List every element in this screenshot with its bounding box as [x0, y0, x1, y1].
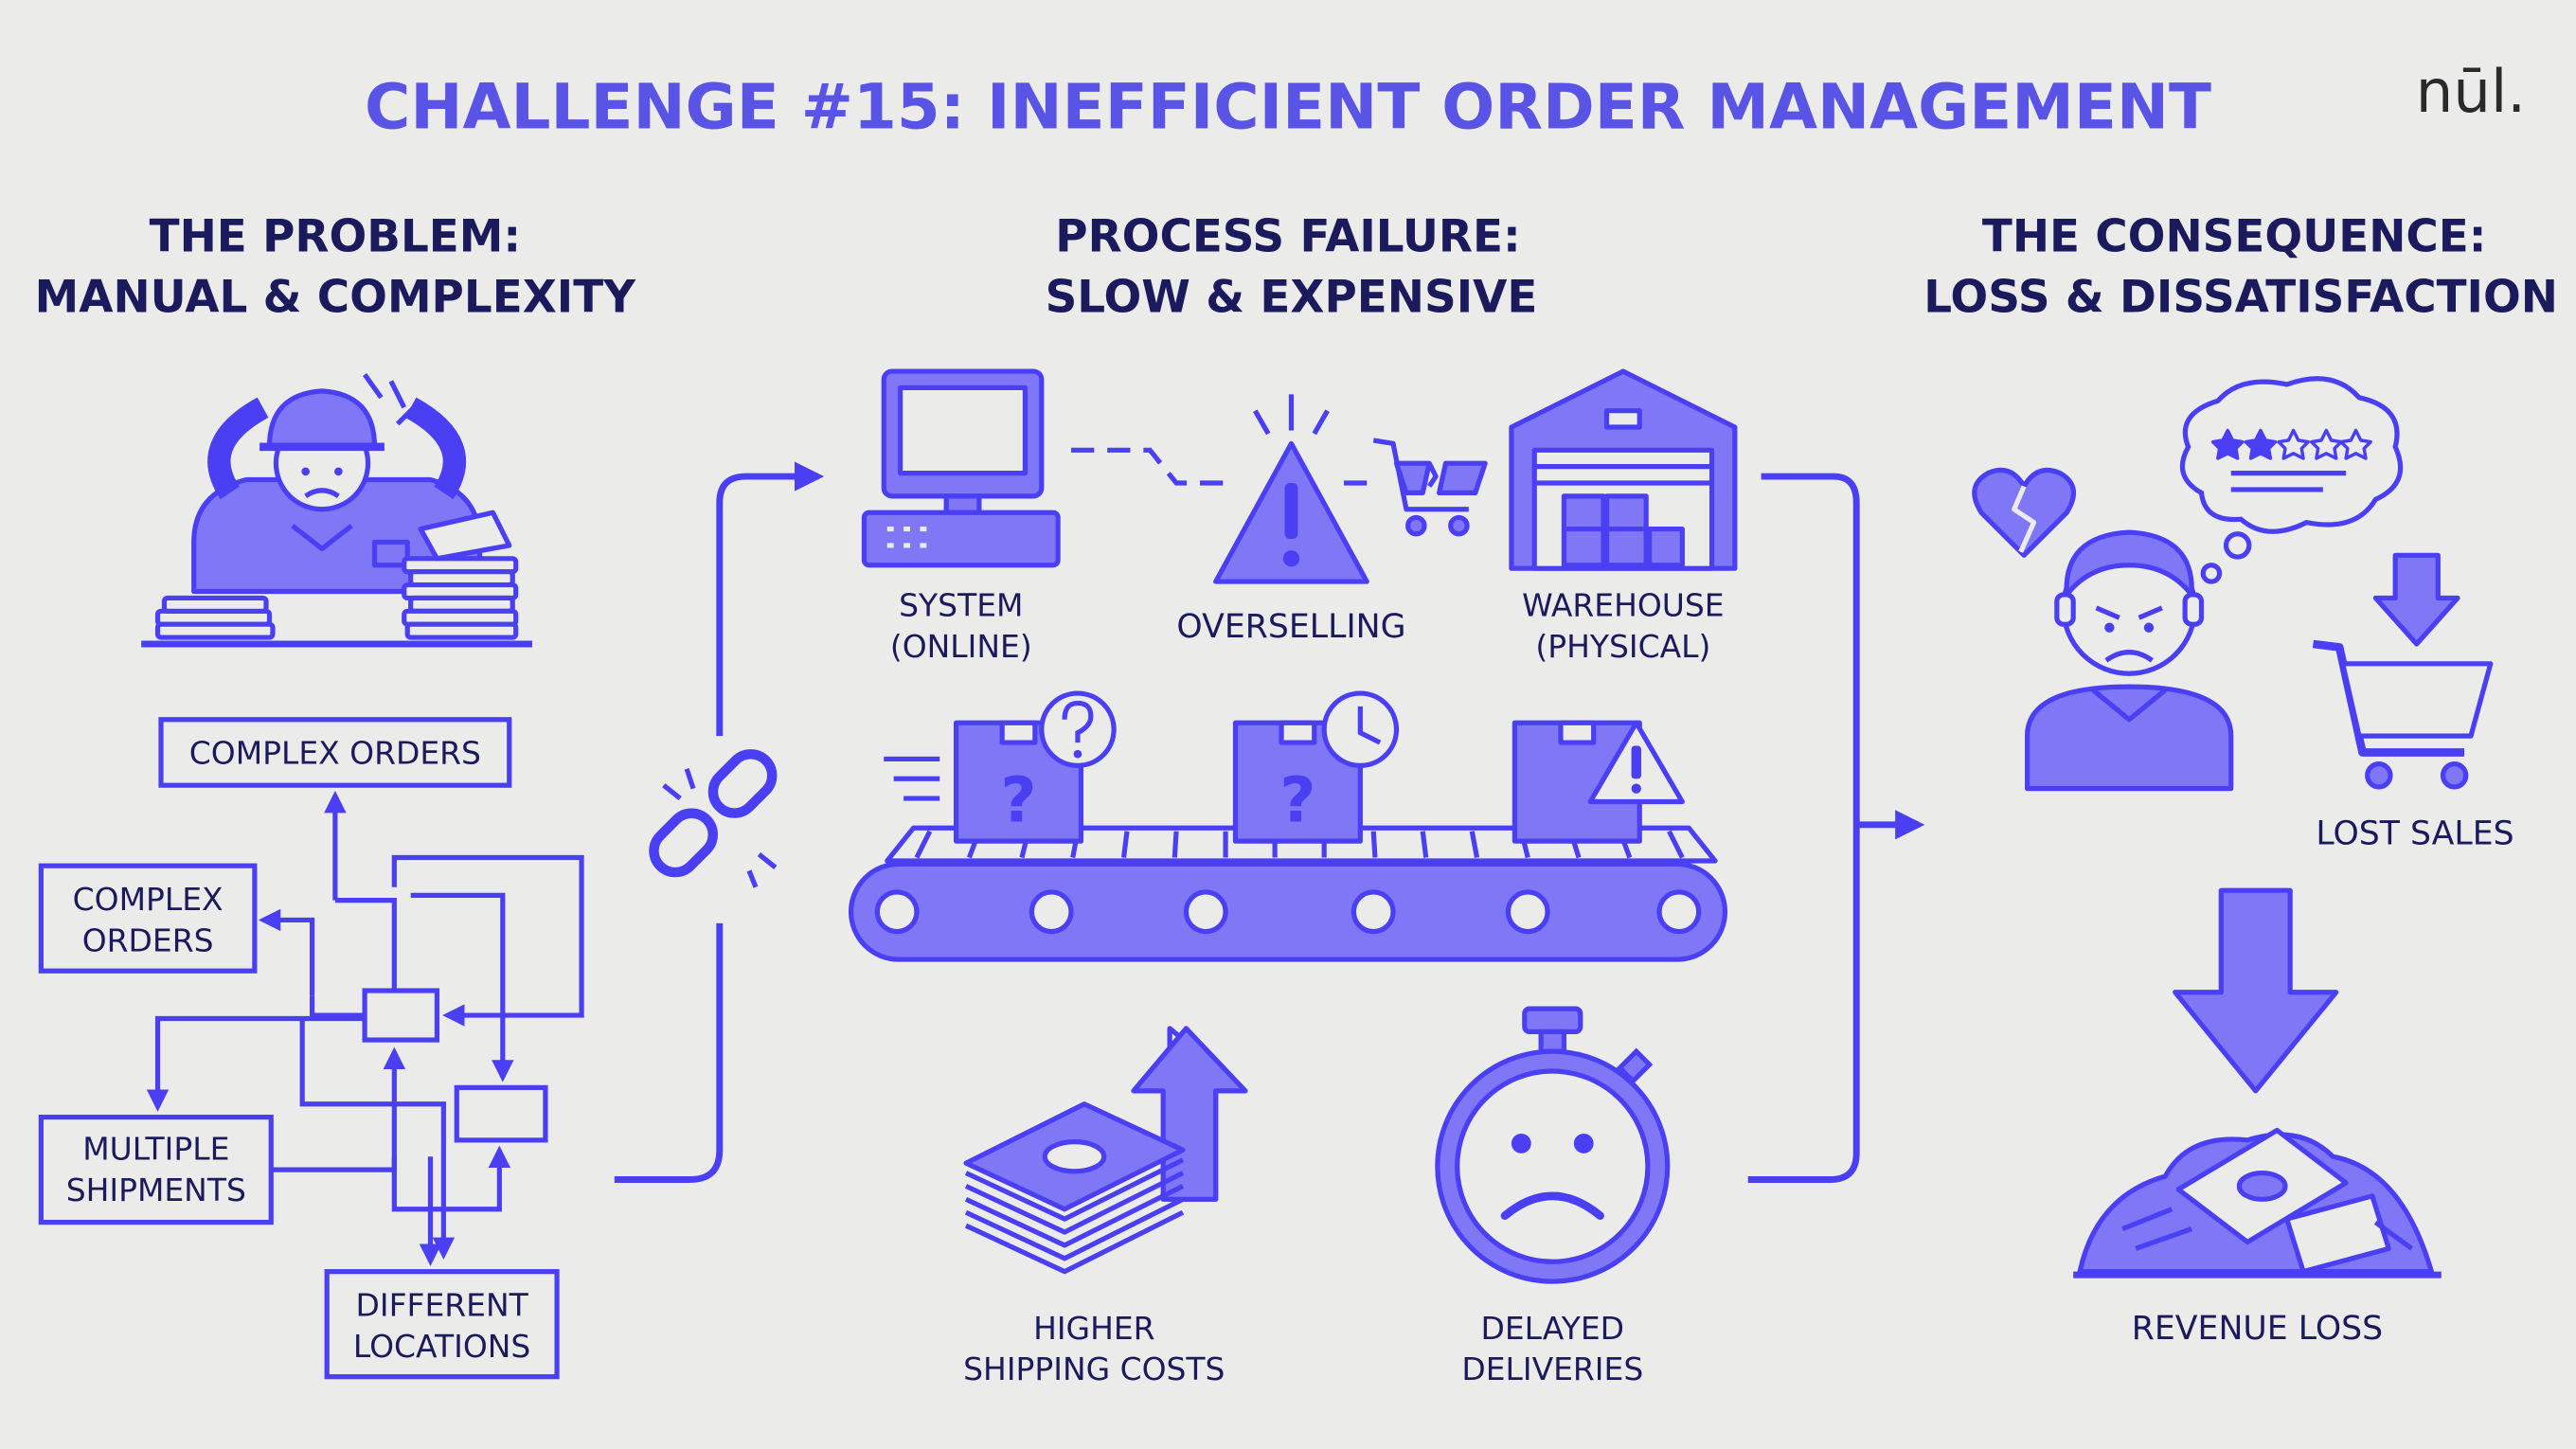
consequence-heading-line1: THE CONSEQUENCE:: [1982, 211, 2487, 262]
problem-heading-line2: MANUAL & COMPLEXITY: [35, 273, 637, 324]
clock-icon: [1321, 690, 1400, 768]
stressed-worker-icon: [141, 372, 533, 648]
multiple-shipments-label-2: SHIPMENTS: [66, 1172, 246, 1208]
angry-customer-icon: [2025, 529, 2234, 792]
warehouse-label-1: WAREHOUSE: [1522, 587, 1725, 624]
broken-chain-icon: [649, 749, 778, 888]
process-heading-line1: PROCESS FAILURE:: [1055, 211, 1520, 262]
down-arrow-icon: [2173, 887, 2339, 1094]
different-locations-label-1: DIFFERENT: [356, 1286, 529, 1323]
shipping-costs-label-1: HIGHER: [1033, 1310, 1154, 1347]
consequence-heading: THE CONSEQUENCE: LOSS & DISSATISFACTION: [1923, 211, 2558, 323]
shipping-costs-label-2: SHIPPING COSTS: [963, 1351, 1225, 1387]
brand-logo: nūl.: [2416, 57, 2526, 126]
problem-heading-line1: THE PROBLEM:: [150, 211, 521, 262]
bad-rating-bubble-icon: [2179, 376, 2404, 584]
box-question-mark-2: ?: [1279, 763, 1315, 836]
revenue-loss-label: REVENUE LOSS: [2132, 1310, 2383, 1348]
problem-to-process-arrow: [614, 461, 825, 1183]
system-label-1: SYSTEM: [899, 587, 1023, 624]
question-bubble-icon: [1039, 690, 1117, 768]
broken-connection-line: [1071, 447, 1374, 486]
multiple-shipments-box: [38, 1114, 274, 1225]
complex-orders-top-box: [158, 717, 512, 788]
broken-heart-icon: [1972, 467, 2077, 558]
complex-orders-left-label-1: COMPLEX: [73, 881, 224, 918]
broken-cart-icon: [1372, 438, 1488, 537]
warehouse-icon: [1509, 368, 1738, 571]
conveyor-belt-icon: [848, 720, 1728, 962]
multiple-shipments-label-1: MULTIPLE: [82, 1131, 229, 1168]
warning-icon: [1213, 394, 1369, 584]
different-locations-box: [324, 1269, 560, 1380]
empty-cart-icon: [2312, 552, 2494, 790]
complex-orders-left-label-2: ORDERS: [82, 921, 214, 958]
problem-flow-diagram: [38, 717, 584, 1380]
overselling-label: OVERSELLING: [1176, 608, 1405, 646]
lost-sales-label: LOST SALES: [2316, 815, 2513, 853]
process-heading-line2: SLOW & EXPENSIVE: [1046, 273, 1538, 324]
complex-orders-left-box: [38, 863, 258, 974]
different-locations-label-2: LOCATIONS: [353, 1328, 530, 1365]
money-stack-icon: [963, 1026, 1248, 1275]
page-title: CHALLENGE #15: INEFFICIENT ORDER MANAGEM…: [365, 70, 2211, 143]
computer-icon: [861, 368, 1061, 568]
process-to-consequence-arrow: [1747, 473, 1925, 1183]
delayed-deliveries-label-2: DELIVERIES: [1461, 1351, 1643, 1387]
complex-orders-top-label: COMPLEX ORDERS: [189, 735, 481, 772]
consequence-heading-line2: LOSS & DISSATISFACTION: [1923, 273, 2558, 324]
box-warning-icon: [1587, 720, 1685, 805]
warehouse-label-2: (PHYSICAL): [1535, 628, 1710, 665]
process-heading: PROCESS FAILURE: SLOW & EXPENSIVE: [1046, 211, 1538, 323]
box-question-mark-1: ?: [1000, 763, 1036, 836]
sad-stopwatch-icon: [1435, 1006, 1671, 1284]
money-pile-icon: [2073, 1127, 2442, 1279]
delayed-deliveries-label-1: DELAYED: [1481, 1310, 1625, 1347]
central-node-2: [454, 1084, 548, 1143]
system-label-2: (ONLINE): [890, 628, 1032, 665]
problem-heading: THE PROBLEM: MANUAL & COMPLEXITY: [35, 211, 637, 323]
central-node-1: [362, 988, 440, 1043]
